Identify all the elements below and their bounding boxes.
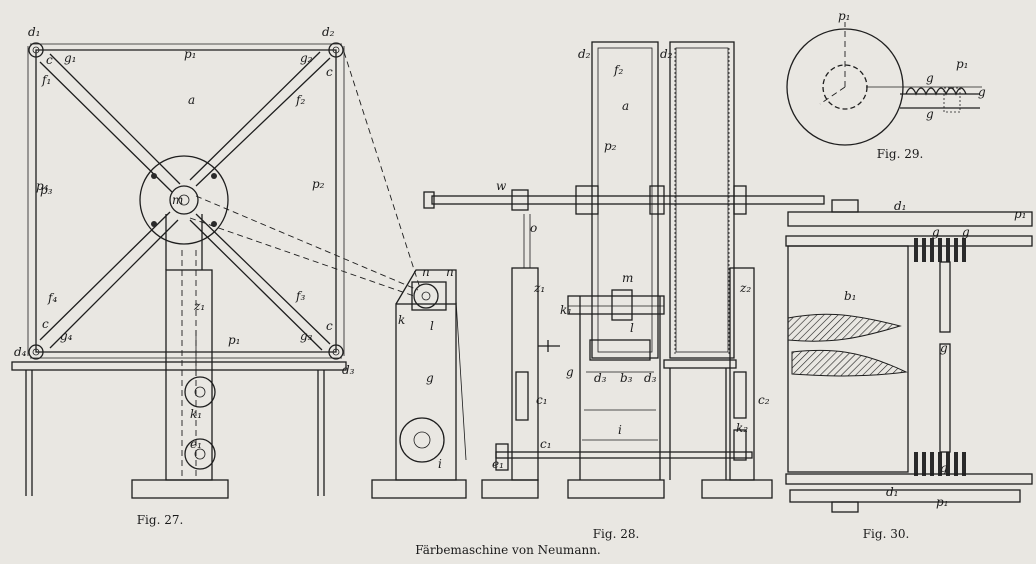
fig28-letter-label: a <box>622 99 629 113</box>
fig30-letter-label: p₁ <box>936 495 949 509</box>
plate-title: Färbemaschine von Neumann. <box>415 543 601 557</box>
fig27-letter-label: g₄ <box>60 329 73 343</box>
fig27-letter-label: d₃ <box>342 363 355 377</box>
fig27-letter-label: f₃ <box>295 289 305 303</box>
fig27-letter-label: l <box>430 319 434 333</box>
fig27-letter-label: c <box>326 319 333 333</box>
fig27-letter-label: p₃ <box>40 183 53 197</box>
fig27-letter-label: n <box>446 265 454 279</box>
fig28-letter-label: k₂ <box>736 421 748 435</box>
figure-29 <box>786 22 982 146</box>
fig29-letter-label: g <box>978 85 986 99</box>
figure-30 <box>785 199 1033 513</box>
fig30-letter-label: d₁ <box>894 199 907 213</box>
fig28-letter-label: o <box>530 221 537 235</box>
fig28-letter-label: p₂ <box>604 139 617 153</box>
fig30-letter-label: g <box>962 225 970 239</box>
fig28-letter-label: d₂ <box>660 47 673 61</box>
fig28-letter-label: i <box>618 423 622 437</box>
fig28-letter-label: g <box>566 365 574 379</box>
caption-fig-28: Fig. 28. <box>593 527 640 541</box>
fig30-letter-label: g <box>940 461 948 475</box>
fig28-letter-label: f₂ <box>613 63 623 77</box>
fig29-letter-label: p₁ <box>838 9 851 23</box>
fig27-letter-label: i <box>438 457 442 471</box>
fig27-letter-label: g₃ <box>300 329 313 343</box>
fig28-letter-label: c₁ <box>536 393 548 407</box>
fig27-letter-label: e₁ <box>190 437 202 451</box>
fig28-letter-label: c₁ <box>540 437 552 451</box>
fig27-letter-label: d₁ <box>28 25 41 39</box>
fig28-letter-label: d₂ <box>578 47 591 61</box>
fig30-letter-label: d₁ <box>886 485 899 499</box>
fig27-letter-label: z₁ <box>193 299 205 313</box>
fig29-letter-label: g <box>926 107 934 121</box>
figure-28 <box>423 41 825 499</box>
fig27-letter-label: k₁ <box>190 407 202 421</box>
fig27-letter-label: d₄ <box>14 345 27 359</box>
fig27-letter-label: p₄ <box>36 179 49 193</box>
fig28-letter-label: z₂ <box>739 281 751 295</box>
fig28-letter-label: k₁ <box>560 303 572 317</box>
fig28-letter-label: d₃ <box>644 371 657 385</box>
fig27-letter-label: f₂ <box>295 93 305 107</box>
fig27-letter-label: m <box>172 193 183 207</box>
fig27-letter-label: d₂ <box>322 25 335 39</box>
fig27-letter-label: n <box>422 265 430 279</box>
fig28-letter-label: m <box>622 271 633 285</box>
fig27-letter-label: c <box>42 317 49 331</box>
fig27-letter-label: p₁ <box>228 333 241 347</box>
caption-fig-27: Fig. 27. <box>137 513 184 527</box>
figure-27 <box>11 42 467 499</box>
fig28-letter-label: b₃ <box>620 371 633 385</box>
caption-fig-29: Fig. 29. <box>877 147 924 161</box>
fig30-letter-label: p₁ <box>1014 207 1027 221</box>
fig27-letter-label: a <box>188 93 195 107</box>
fig28-letter-label: l <box>630 321 634 335</box>
fig27-letter-label: g₁ <box>64 51 77 65</box>
fig27-letter-label: p₂ <box>312 177 325 191</box>
fig27-letter-label: f₁ <box>41 73 51 87</box>
fig27-letter-label: g <box>426 371 434 385</box>
fig30-letter-label: g <box>932 225 940 239</box>
fig28-letter-label: c₂ <box>758 393 770 407</box>
fig29-letter-label: g <box>926 71 934 85</box>
fig27-letter-label: k <box>398 313 405 327</box>
fig27-letter-label: f₄ <box>47 291 57 305</box>
caption-fig-30: Fig. 30. <box>863 527 910 541</box>
fig27-letter-label: p₁ <box>184 47 197 61</box>
fig27-letter-label: g₂ <box>300 51 313 65</box>
fig28-letter-label: z₁ <box>533 281 545 295</box>
fig27-letter-label: c <box>326 65 333 79</box>
fig28-letter-label: w <box>496 179 507 193</box>
fig29-letter-label: p₁ <box>956 57 969 71</box>
fig30-letter-label: g <box>940 341 948 355</box>
fig28-letter-label: e₁ <box>492 457 504 471</box>
fig27-letter-label: c <box>46 53 53 67</box>
fig28-letter-label: d₃ <box>594 371 607 385</box>
fig30-letter-label: b₁ <box>844 289 857 303</box>
